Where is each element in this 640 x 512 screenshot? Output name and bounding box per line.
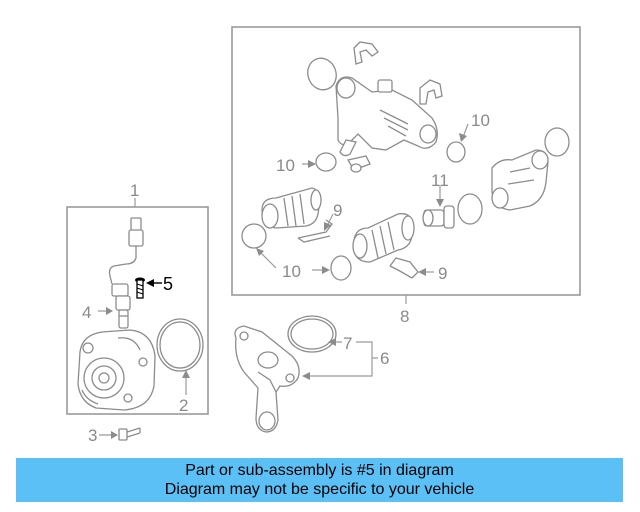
clip-right-part[interactable] bbox=[419, 79, 443, 105]
o-ring-7-part[interactable] bbox=[287, 315, 337, 353]
o-ring-far-right-part[interactable] bbox=[544, 127, 570, 157]
water-pump-part[interactable] bbox=[77, 329, 156, 411]
info-banner: Part or sub-assembly is #5 in diagram Di… bbox=[16, 458, 623, 502]
label-10-upper-right: 10 bbox=[471, 111, 490, 130]
label-10-middle: 10 bbox=[276, 156, 295, 175]
bolt-5-part[interactable] bbox=[135, 277, 145, 299]
o-ring-left-part[interactable] bbox=[241, 223, 267, 249]
assembly-8-group: 8 10 bbox=[231, 26, 581, 326]
sensor-4-part[interactable] bbox=[111, 283, 131, 329]
sensor-harness-part[interactable] bbox=[108, 217, 144, 285]
label-1: 1 bbox=[130, 181, 139, 200]
o-ring-10-lower-part[interactable] bbox=[330, 255, 352, 281]
label-2: 2 bbox=[179, 396, 188, 415]
label-3: 3 bbox=[88, 426, 97, 445]
banner-line-1: Part or sub-assembly is #5 in diagram bbox=[185, 462, 454, 479]
label-10-lower: 10 bbox=[282, 262, 301, 281]
assembly-1-box bbox=[66, 206, 209, 415]
o-ring-top-part[interactable] bbox=[303, 54, 340, 94]
o-ring-10-middle-part[interactable] bbox=[315, 152, 337, 172]
connector-11-part[interactable] bbox=[422, 205, 455, 229]
label-9-middle: 9 bbox=[333, 201, 342, 220]
banner-line-2: Diagram may not be specific to your vehi… bbox=[164, 481, 475, 498]
clip-9-lower-part[interactable] bbox=[389, 257, 419, 279]
label-5: 5 bbox=[163, 274, 173, 294]
hose-right-part[interactable] bbox=[352, 213, 415, 263]
o-ring-elbow-part[interactable] bbox=[457, 193, 483, 225]
label-8: 8 bbox=[400, 307, 409, 326]
label-6: 6 bbox=[380, 349, 389, 368]
bolt-3-part[interactable] bbox=[118, 427, 141, 441]
coolant-flange-part[interactable] bbox=[335, 76, 438, 157]
label-7: 7 bbox=[343, 334, 352, 353]
bolt-3-group: 3 bbox=[88, 426, 141, 445]
hose-left-part[interactable] bbox=[261, 187, 322, 229]
coolant-elbow-part[interactable] bbox=[491, 149, 549, 211]
assembly-1-group: 1 4 5 bbox=[66, 181, 209, 415]
clip-top-part[interactable] bbox=[353, 41, 379, 65]
thermostat-housing-group: 7 6 bbox=[234, 315, 389, 433]
label-4: 4 bbox=[82, 303, 91, 322]
label-11: 11 bbox=[431, 171, 449, 190]
parts-diagram: 1 4 5 bbox=[66, 26, 581, 445]
o-ring-2-part[interactable] bbox=[156, 318, 204, 372]
label-9-lower: 9 bbox=[438, 264, 447, 283]
fitting-part[interactable] bbox=[346, 155, 371, 173]
thermostat-housing-6-part[interactable] bbox=[234, 325, 300, 433]
o-ring-10-right-part[interactable] bbox=[446, 141, 466, 163]
